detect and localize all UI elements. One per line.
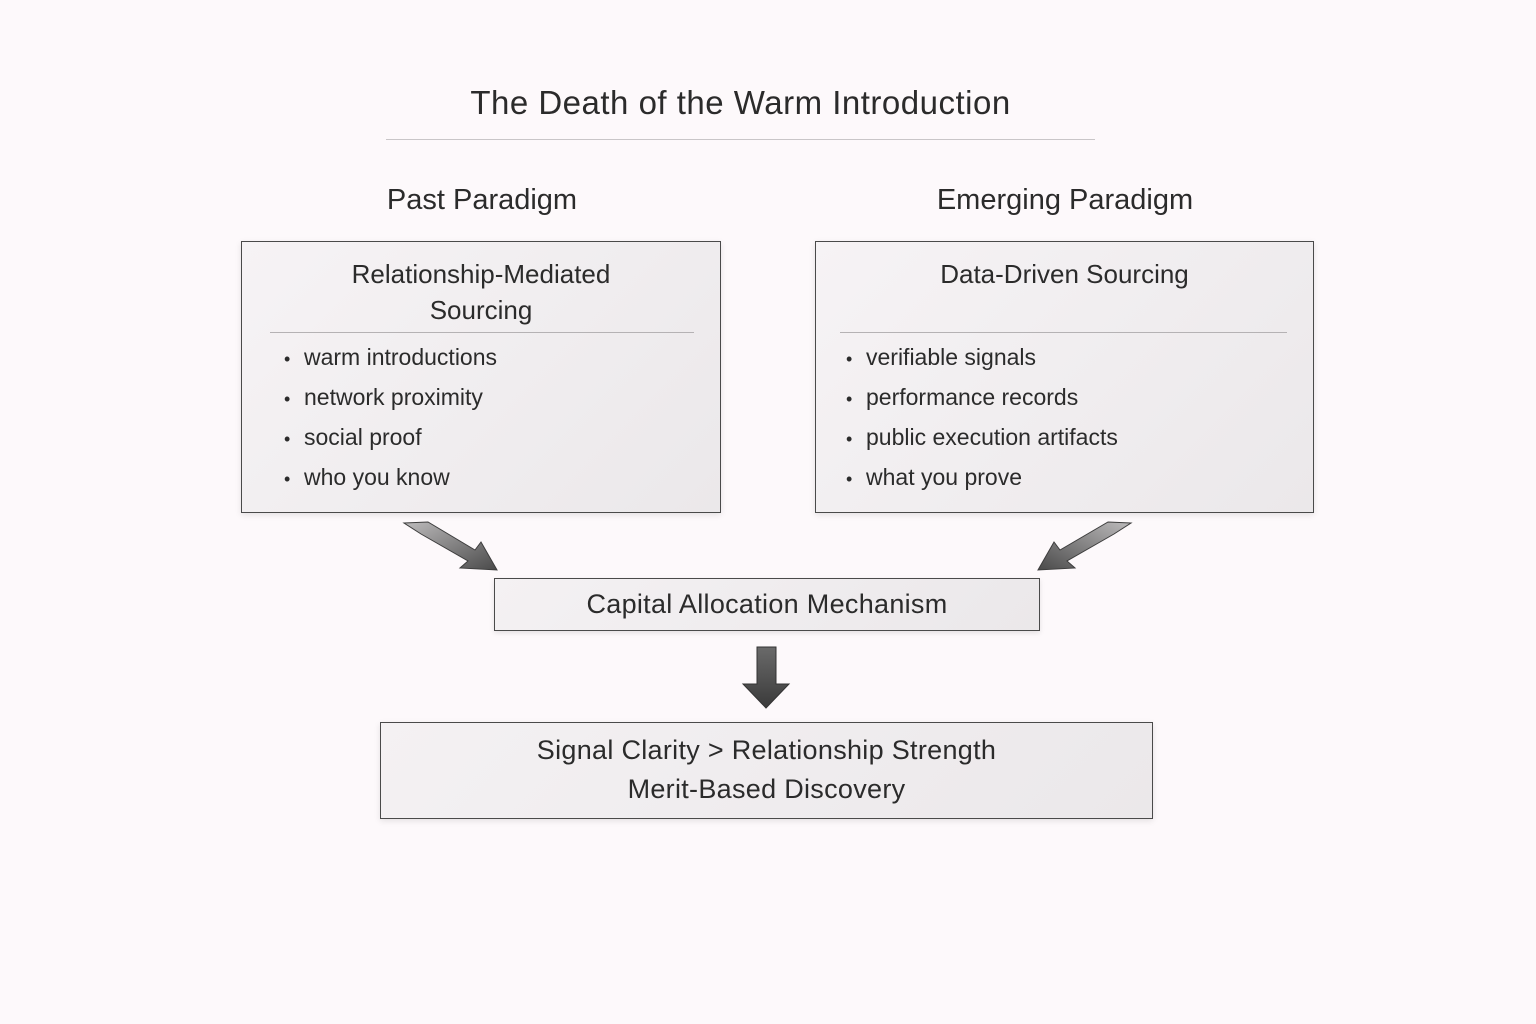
outcome-line-2: Merit-Based Discovery xyxy=(627,774,906,804)
outcome-box: Signal Clarity > Relationship Strength M… xyxy=(380,722,1153,819)
list-item-label: social proof xyxy=(304,424,422,450)
emerging-paradigm-list: • verifiable signals • performance records… xyxy=(846,340,1118,500)
past-paradigm-box-title: Relationship-Mediated Sourcing xyxy=(242,256,720,328)
arrow-right-to-mechanism-icon xyxy=(1037,521,1133,571)
bullet-icon: • xyxy=(284,469,291,489)
bullet-icon: • xyxy=(284,389,291,409)
emerging-paradigm-heading: Emerging Paradigm xyxy=(936,184,1194,216)
past-paradigm-heading: Past Paradigm xyxy=(386,184,578,216)
list-item: • verifiable signals xyxy=(846,340,1118,380)
diagram-title: The Death of the Warm Introduction xyxy=(470,84,1011,121)
past-paradigm-list: • warm introductions • network proximity •… xyxy=(284,340,497,500)
list-item: • public execution artifacts xyxy=(846,420,1118,460)
bullet-icon: • xyxy=(284,429,291,449)
bullet-icon: • xyxy=(284,349,291,369)
list-item: • who you know xyxy=(284,460,497,500)
past-box-divider xyxy=(270,332,694,333)
list-item: • what you prove xyxy=(846,460,1118,500)
title-divider xyxy=(386,139,1095,140)
list-item-label: what you prove xyxy=(866,464,1022,490)
arrow-down-icon xyxy=(741,646,791,709)
bullet-icon: • xyxy=(846,349,853,369)
bullet-icon: • xyxy=(846,429,853,449)
list-item: • network proximity xyxy=(284,380,497,420)
bullet-icon: • xyxy=(846,389,853,409)
list-item: • warm introductions xyxy=(284,340,497,380)
list-item-label: who you know xyxy=(304,464,450,490)
list-item: • performance records xyxy=(846,380,1118,420)
past-box-title-line2: Sourcing xyxy=(429,295,533,325)
list-item-label: network proximity xyxy=(304,384,483,410)
past-box-title-line1: Relationship-Mediated xyxy=(351,259,611,289)
outcome-line-1: Signal Clarity > Relationship Strength xyxy=(536,735,997,765)
list-item-label: verifiable signals xyxy=(866,344,1037,370)
capital-allocation-mechanism-box: Capital Allocation Mechanism xyxy=(494,578,1040,631)
list-item-label: public execution artifacts xyxy=(866,424,1118,450)
list-item-label: warm introductions xyxy=(304,344,498,370)
arrow-left-to-mechanism-icon xyxy=(402,521,498,571)
past-paradigm-box: Relationship-Mediated Sourcing • warm int… xyxy=(241,241,721,513)
bullet-icon: • xyxy=(846,469,853,489)
emerging-paradigm-box: Data-Driven Sourcing • verifiable signals… xyxy=(815,241,1314,513)
list-item-label: performance records xyxy=(866,384,1079,410)
emerging-paradigm-box-title: Data-Driven Sourcing xyxy=(940,259,1189,289)
list-item: • social proof xyxy=(284,420,497,460)
emerging-box-divider xyxy=(840,332,1287,333)
